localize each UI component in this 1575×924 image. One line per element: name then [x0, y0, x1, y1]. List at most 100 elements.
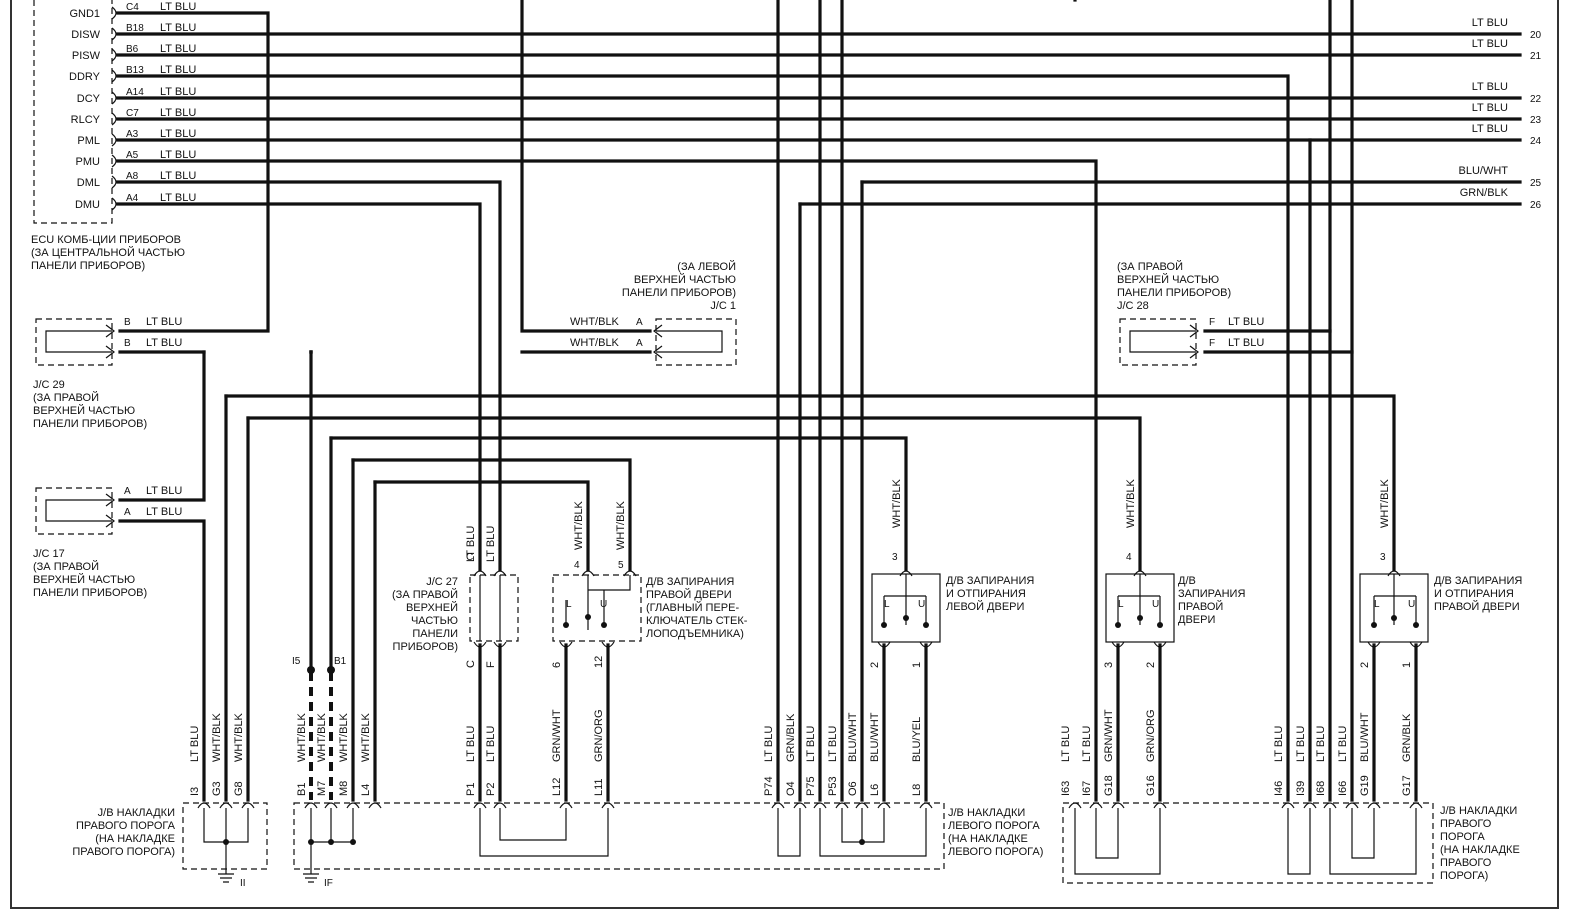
jb-wire-color: WHT/BLK: [360, 712, 372, 762]
terminal-number: 24: [1530, 136, 1542, 147]
jb-right-b-label-3: ПОРОГА: [1440, 831, 1485, 843]
component-bottom-pin: 2: [1145, 662, 1157, 668]
jc27-top-wire: LT BLU: [465, 526, 477, 562]
component-connector-glyph: [1111, 641, 1125, 648]
left-switch-l: L: [884, 599, 890, 610]
jb-connector-glyph: [1303, 802, 1317, 809]
terminal-number: 23: [1530, 115, 1542, 126]
jb-pin-id: P74: [763, 776, 775, 796]
jc28-label-3: ПАНЕЛИ ПРИБОРОВ): [1117, 287, 1231, 299]
jc17-label-1: J/C 17: [33, 548, 65, 560]
jc29-label-3: ВЕРХНЕЙ ЧАСТЬЮ: [33, 404, 135, 417]
left-switch-u: U: [918, 599, 925, 610]
jc29-label-4: ПАНЕЛИ ПРИБОРОВ): [33, 418, 147, 430]
jb-pin-id: G16: [1145, 775, 1157, 796]
master-label-4: КЛЮЧАТЕЛЬ СТЕК-: [646, 615, 748, 627]
component-bottom-pin: 2: [1359, 662, 1371, 668]
jb-pin-id: I39: [1295, 781, 1307, 796]
jb-connector-glyph: [346, 802, 360, 809]
left-switch-pin: 3: [892, 552, 898, 563]
jb-pin-id: G3: [211, 781, 223, 796]
ecu-pin-glyph: [111, 69, 117, 83]
component-connector-glyph: [623, 570, 637, 577]
component-connector-glyph: [473, 570, 487, 577]
component-bottom-pin: 3: [1103, 662, 1115, 668]
jb-wire-color: GRN/BLK: [1401, 713, 1413, 762]
jc27-label-4: ЧАСТЬЮ: [411, 615, 458, 627]
jc28-wire-2: LT BLU: [1228, 337, 1264, 349]
jb-wire-color: GRN/WHT: [551, 709, 563, 762]
component-bottom-pin: 12: [593, 656, 605, 668]
master-u: U: [600, 599, 607, 610]
ecu-wire-color: LT BLU: [160, 86, 196, 98]
jc27-top-wire: LT BLU: [485, 526, 497, 562]
jb-wire-color: LT BLU: [1337, 726, 1349, 762]
jc27-connector: J/C 27 (ЗА ПРАВОЙ ВЕРХНЕЙ ЧАСТЬЮ ПАНЕЛИ …: [392, 574, 519, 653]
ecu-pin-name: DISW: [71, 29, 100, 41]
ecu-wire-color: LT BLU: [160, 1, 196, 13]
jc28-pin-2: F: [1209, 338, 1215, 349]
jb-connector-glyph: [1153, 802, 1167, 809]
jb-connector-glyph: [324, 802, 338, 809]
diagram-frame: [10, 0, 1559, 909]
jb-pin-id: L6: [869, 784, 881, 796]
jc29-wire-2: LT BLU: [146, 337, 182, 349]
master-label-3: (ГЛАВНЫЙ ПЕРЕ-: [646, 601, 739, 614]
terminal-wire-color: LT BLU: [1472, 38, 1508, 50]
ecu-pin-name: RLCY: [71, 114, 101, 126]
jc17-connector: A LT BLU A LT BLU J/C 17 (ЗА ПРАВОЙ ВЕРХ…: [33, 485, 182, 599]
jc28-wire-1: LT BLU: [1228, 316, 1264, 328]
jb-pin-id: M8: [338, 781, 350, 796]
jb-pin-id: O6: [847, 781, 859, 796]
jb-pin-id: P75: [805, 776, 817, 796]
jc1-wire-2: WHT/BLK: [570, 337, 620, 349]
master-label-5: ЛОПОДЪЕМНИКА): [646, 628, 744, 640]
component-connector-glyph: [919, 641, 933, 648]
jb-right-a-label-4: ПРАВОГО ПОРОГА): [72, 846, 175, 858]
jb-connector-glyph: [771, 802, 785, 809]
jb-left-label-4: ЛЕВОГО ПОРОГА): [948, 846, 1043, 858]
right2-switch-label-1: Д/В ЗАПИРАНИЯ: [1434, 575, 1522, 587]
component-connector-glyph: [899, 570, 913, 577]
ecu-wire-color: LT BLU: [160, 192, 196, 204]
component-bottom-pin: 2: [869, 662, 881, 668]
right-switch-label-1: Д/В: [1178, 575, 1196, 587]
jb-pin-id: I3: [189, 787, 201, 796]
jc17-label-4: ПАНЕЛИ ПРИБОРОВ): [33, 587, 147, 599]
left-switch-top-wire: WHT/BLK: [891, 478, 903, 528]
ecu-conn-id: A3: [126, 129, 139, 140]
jb-wire-color: BLU/WHT: [1359, 712, 1371, 762]
jb-left-label-2: ЛЕВОГО ПОРОГА: [948, 820, 1040, 832]
jc27-label-1: J/C 27: [426, 576, 458, 588]
jb-wire-color: LT BLU: [1273, 726, 1285, 762]
jb-wire-color: LT BLU: [1081, 726, 1093, 762]
jb-right-b: J/B НАКЛАДКИ ПРАВОГО ПОРОГА (НА НАКЛАДКЕ…: [1062, 802, 1520, 884]
jb-wire-color: LT BLU: [1315, 726, 1327, 762]
ecu-pin-glyph: [111, 197, 117, 211]
ecu-pin-glyph: [111, 133, 117, 147]
jc1-wire-1: WHT/BLK: [570, 316, 620, 328]
right2-switch-label-2: И ОТПИРАНИЯ: [1434, 588, 1514, 600]
component-connector-glyph: [1367, 641, 1381, 648]
component-bottom-pin: 1: [1401, 662, 1413, 668]
terminal-number: 25: [1530, 178, 1542, 189]
ecu-wire-color: LT BLU: [160, 64, 196, 76]
master-top-wire: WHT/BLK: [615, 500, 627, 550]
jb-wire-color: LT BLU: [1060, 726, 1072, 762]
jb-wire-color: WHT/BLK: [233, 712, 245, 762]
jb-wire-color: GRN/ORG: [593, 709, 605, 762]
component-connector-glyph: [601, 641, 615, 648]
ecu-wire-color: LT BLU: [160, 128, 196, 140]
ecu-pin-glyph: [111, 91, 117, 105]
ecu-conn-id: A5: [126, 150, 139, 161]
right-switch-top-wire: WHT/BLK: [1125, 478, 1137, 528]
ecu-pin-glyph: [111, 48, 117, 62]
ecu-pin-glyph: [111, 154, 117, 168]
right-switch-label-3: ПРАВОЙ: [1178, 600, 1223, 613]
jc1-pin-2: A: [636, 338, 643, 349]
right-switch-l: L: [1118, 599, 1124, 610]
splice-label-i5: I5: [292, 656, 301, 667]
